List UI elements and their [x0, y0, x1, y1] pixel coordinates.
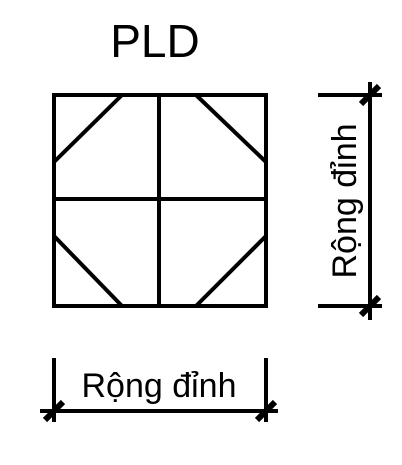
chamfer-line-bottom-left — [52, 234, 124, 308]
width-dimension-label: Rộng đỉnh — [81, 367, 236, 405]
plate-drawing — [52, 93, 268, 308]
height-tick-bottom — [358, 294, 382, 318]
diagram-title: PLD — [110, 15, 199, 67]
height-dimension-label: Rộng đỉnh — [326, 123, 364, 278]
width-tick-left — [42, 399, 66, 423]
height-tick-top — [358, 83, 382, 107]
width-dimension — [40, 358, 278, 423]
chamfer-line-top-left — [52, 93, 124, 164]
width-tick-right — [254, 399, 278, 423]
chamfer-line-bottom-right — [194, 234, 268, 308]
height-dimension — [318, 82, 382, 320]
chamfer-line-top-right — [194, 93, 268, 164]
